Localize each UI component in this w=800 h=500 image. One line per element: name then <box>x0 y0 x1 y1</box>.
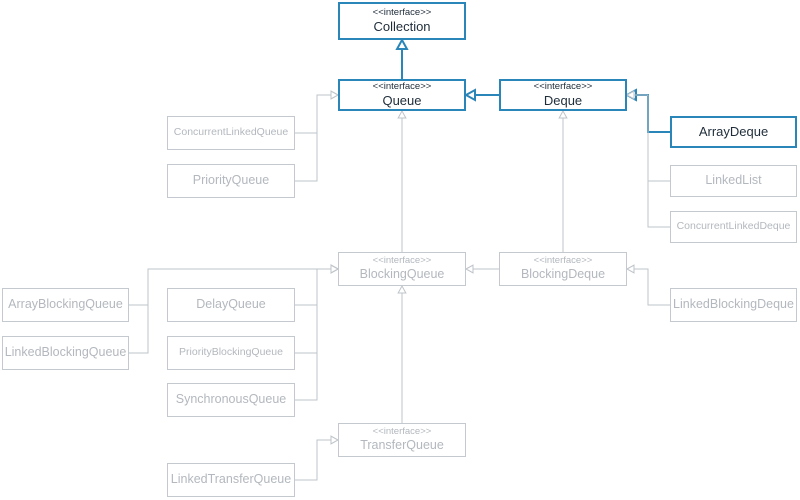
edge-concurrent-linked-deque-to-deque <box>625 90 670 228</box>
edge-synchronous-queue-to-blocking-queue <box>295 264 340 401</box>
node-name: PriorityBlockingQueue <box>179 346 283 359</box>
inheritance-arrowhead-icon <box>330 264 340 274</box>
stereotype-label: <<interface>> <box>372 80 432 92</box>
node-name: LinkedBlockingQueue <box>4 345 127 360</box>
inheritance-arrowhead-icon <box>330 90 340 100</box>
node-name: BlockingQueue <box>359 267 445 282</box>
class-node-priority-blocking-queue: PriorityBlockingQueue <box>167 336 295 370</box>
stereotype-label: <<interface>> <box>533 254 593 266</box>
edge-line <box>295 94 331 182</box>
inheritance-arrowhead-icon <box>463 88 476 102</box>
edge-queue-to-collection <box>395 37 409 79</box>
inheritance-arrowhead-icon <box>395 37 409 50</box>
class-node-delay-queue: DelayQueue <box>167 288 295 322</box>
class-node-array-deque: ArrayDeque <box>670 116 797 148</box>
edge-line <box>129 268 331 354</box>
edge-blocking-queue-to-queue <box>397 109 407 252</box>
node-name: ConcurrentLinkedDeque <box>676 220 791 233</box>
node-name: DelayQueue <box>196 297 266 312</box>
class-node-concurrent-linked-queue: ConcurrentLinkedQueue <box>167 116 295 150</box>
class-node-concurrent-linked-deque: ConcurrentLinkedDeque <box>670 211 797 243</box>
stereotype-label: <<interface>> <box>533 80 593 92</box>
inheritance-arrowhead-icon <box>625 90 635 100</box>
edge-line <box>295 94 331 134</box>
class-node-synchronous-queue: SynchronousQueue <box>167 383 295 417</box>
node-name: LinkedBlockingDeque <box>673 297 794 312</box>
interface-node-blocking-queue: <<interface>>BlockingQueue <box>338 252 466 286</box>
class-node-linked-blocking-deque: LinkedBlockingDeque <box>670 288 797 322</box>
stereotype-label: <<interface>> <box>372 6 432 18</box>
edge-line <box>634 268 670 306</box>
interface-node-deque: <<interface>>Deque <box>499 79 627 111</box>
inheritance-arrowhead-icon <box>558 109 568 119</box>
stereotype-label: <<interface>> <box>372 254 432 266</box>
node-name: PriorityQueue <box>192 173 270 188</box>
edge-transfer-queue-to-blocking-queue <box>397 284 407 423</box>
edge-line <box>634 94 670 182</box>
edge-priority-queue-to-queue <box>295 90 340 182</box>
edge-linked-transfer-queue-to-transfer-queue <box>295 435 340 481</box>
node-name: Queue <box>382 93 422 109</box>
node-name: SynchronousQueue <box>175 392 287 407</box>
edge-blocking-deque-to-deque <box>558 109 568 252</box>
edge-line <box>634 94 670 228</box>
node-name: TransferQueue <box>360 438 444 453</box>
edge-deque-to-queue <box>463 88 499 102</box>
edge-line <box>295 268 331 306</box>
inheritance-arrowhead-icon <box>397 284 407 294</box>
edge-line <box>295 439 331 481</box>
stereotype-label: <<interface>> <box>372 425 432 437</box>
edge-line <box>295 268 331 401</box>
edge-blocking-deque-to-blocking-queue <box>464 264 499 274</box>
inheritance-arrowhead-icon <box>330 435 340 445</box>
node-name: LinkedTransferQueue <box>170 472 292 487</box>
interface-node-queue: <<interface>>Queue <box>338 79 466 111</box>
node-name: ArrayDeque <box>698 123 769 139</box>
class-node-linked-transfer-queue: LinkedTransferQueue <box>167 463 295 497</box>
node-name: BlockingDeque <box>520 267 606 282</box>
edge-line <box>295 268 331 354</box>
inheritance-arrowhead-icon <box>397 109 407 119</box>
node-name: Collection <box>373 19 431 35</box>
class-node-linked-blocking-queue: LinkedBlockingQueue <box>2 336 129 370</box>
interface-node-transfer-queue: <<interface>>TransferQueue <box>338 423 466 457</box>
node-name: Deque <box>543 93 583 109</box>
edge-line <box>636 94 670 133</box>
node-name: ConcurrentLinkedQueue <box>173 126 289 139</box>
edge-linked-blocking-deque-to-blocking-deque <box>625 264 670 306</box>
node-name: LinkedList <box>705 173 762 188</box>
node-name: ArrayBlockingQueue <box>8 297 123 312</box>
inheritance-arrowhead-icon <box>464 264 474 274</box>
class-node-priority-queue: PriorityQueue <box>167 164 295 198</box>
class-node-linked-list: LinkedList <box>670 165 797 197</box>
interface-node-collection: <<interface>>Collection <box>338 2 466 40</box>
class-node-array-blocking-queue: ArrayBlockingQueue <box>2 288 129 322</box>
inheritance-arrowhead-icon <box>625 264 635 274</box>
interface-node-blocking-deque: <<interface>>BlockingDeque <box>499 252 627 286</box>
